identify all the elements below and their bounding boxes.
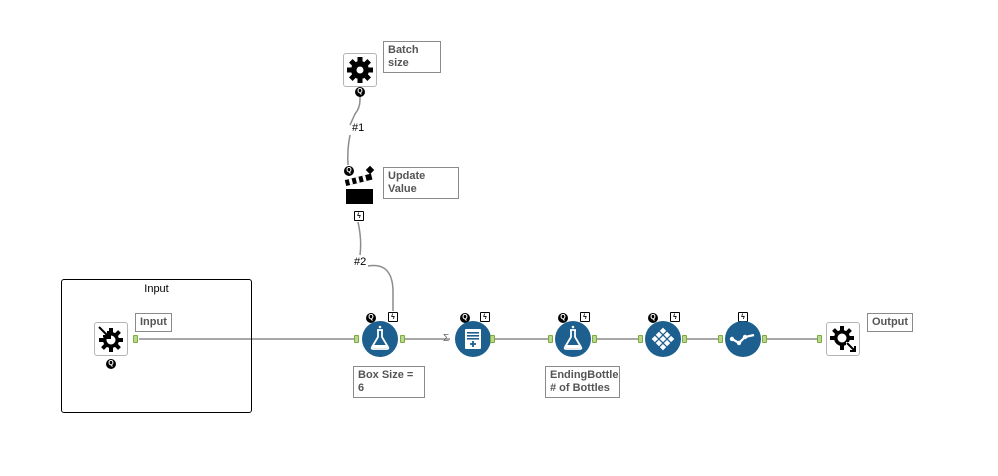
connection-update-to-formula-lower[interactable] — [367, 264, 394, 312]
macro-output-tool[interactable] — [826, 322, 860, 356]
check-line-icon — [729, 333, 755, 346]
output-anchor[interactable] — [762, 335, 767, 343]
macro-input-icon — [97, 325, 123, 352]
question-anchor-badge[interactable]: Q — [366, 313, 376, 323]
output-anchor[interactable] — [490, 335, 495, 343]
input-anchor[interactable] — [354, 335, 359, 343]
bolt-anchor-badge[interactable]: ϟ — [388, 312, 398, 322]
question-anchor-badge[interactable]: Q — [460, 313, 470, 323]
sigma-anchor-icon: Σ — [443, 333, 450, 344]
output-label: Output — [867, 313, 913, 332]
output-anchor[interactable] — [133, 335, 138, 343]
update-value-label: Update Value — [383, 167, 459, 199]
input-anchor[interactable] — [548, 335, 553, 343]
clapperboard-icon — [344, 173, 373, 204]
sample-tool[interactable] — [725, 321, 761, 357]
connection-batch-to-update-upper[interactable] — [349, 92, 361, 126]
question-anchor-badge[interactable]: Q — [355, 87, 365, 97]
bolt-anchor-badge[interactable]: ϟ — [354, 211, 364, 221]
connection-label-2: #2 — [354, 256, 367, 268]
flask-icon — [563, 325, 583, 350]
formula-tool-box-size[interactable] — [362, 321, 398, 357]
input-anchor[interactable] — [638, 335, 643, 343]
macro-input-tool[interactable] — [94, 322, 128, 356]
connection-update-to-formula-upper[interactable] — [357, 221, 362, 256]
batch-size-tool[interactable] — [343, 53, 377, 87]
gear-icon — [347, 57, 373, 83]
connection-label-1: #1 — [352, 122, 365, 134]
container-title: Input — [144, 283, 169, 295]
connection-batch-to-update-lower[interactable] — [347, 134, 351, 166]
generate-rows-tool[interactable] — [645, 321, 681, 357]
ending-bottle-label: EndingBottle # of Bottles — [545, 366, 620, 398]
summarize-icon — [465, 329, 481, 349]
output-anchor[interactable] — [592, 335, 597, 343]
summarize-tool[interactable] — [455, 321, 491, 357]
input-anchor[interactable] — [718, 335, 723, 343]
output-anchor[interactable] — [682, 335, 687, 343]
question-anchor-badge[interactable]: Q — [106, 359, 116, 369]
question-anchor-badge[interactable]: Q — [558, 313, 568, 323]
bolt-anchor-badge[interactable]: ϟ — [580, 312, 590, 322]
question-anchor-badge[interactable]: Q — [344, 166, 354, 176]
update-value-tool[interactable] — [343, 173, 377, 207]
formula-tool-ending-bottle[interactable] — [555, 321, 591, 357]
flask-icon — [370, 325, 390, 350]
bolt-anchor-badge[interactable]: ϟ — [670, 312, 680, 322]
input-label: Input — [135, 313, 172, 332]
input-anchor[interactable] — [817, 335, 822, 343]
macro-output-icon — [830, 326, 858, 354]
grid-icon — [651, 327, 675, 351]
box-size-label: Box Size = 6 — [353, 366, 425, 398]
batch-size-label: Batch size — [383, 41, 441, 73]
output-anchor[interactable] — [400, 335, 405, 343]
diamond-icon — [365, 165, 375, 175]
bolt-anchor-badge[interactable]: ϟ — [480, 312, 490, 322]
input-container[interactable] — [61, 279, 252, 413]
question-anchor-badge[interactable]: Q — [648, 313, 658, 323]
